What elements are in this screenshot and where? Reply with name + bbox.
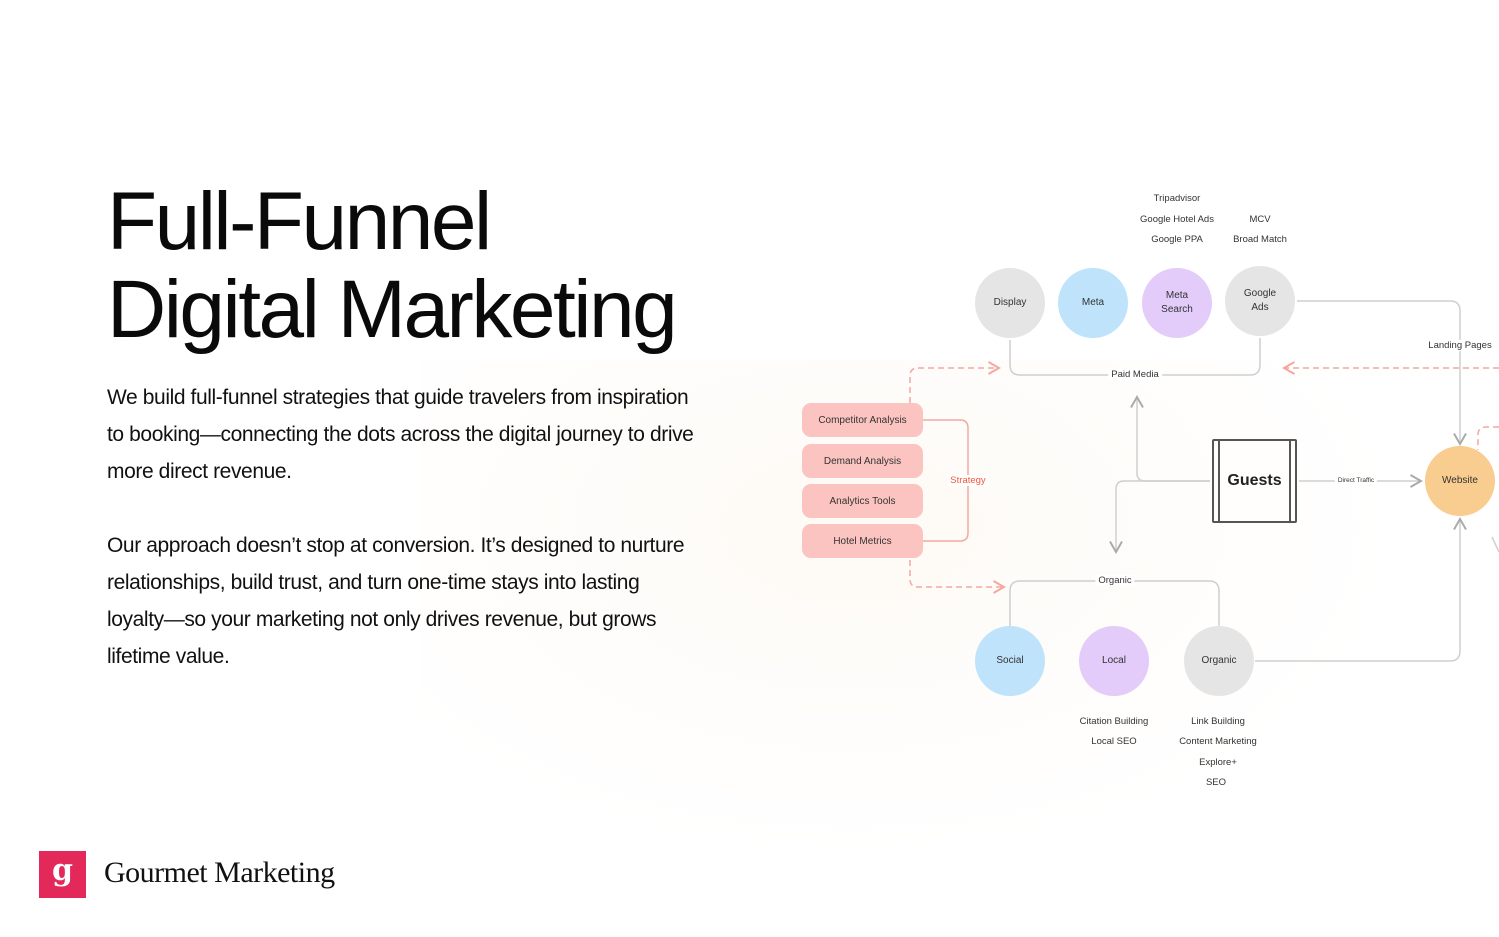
node-social: Social <box>975 626 1045 696</box>
paid-media-label: Paid Media <box>1108 369 1162 380</box>
local-item: Citation Building <box>1079 716 1149 727</box>
strategy-label: Strategy <box>947 475 989 486</box>
title-line-1: Full-Funnel <box>107 176 492 267</box>
strategy-item-demand-analysis: Demand Analysis <box>802 444 923 478</box>
node-website: Website <box>1425 446 1495 516</box>
node-meta: Meta <box>1058 268 1128 338</box>
background-texture <box>420 360 1499 915</box>
node-google-ads: Google Ads <box>1225 266 1295 336</box>
strategy-item-competitor-analysis: Competitor Analysis <box>802 403 923 437</box>
intro-paragraph: We build full-funnel strategies that gui… <box>107 386 694 483</box>
node-meta-search: Meta Search <box>1142 268 1212 338</box>
meta-search-item: Google PPA <box>1151 234 1203 245</box>
organic-item: Link Building <box>1191 716 1245 727</box>
meta-search-item: Google Hotel Ads <box>1140 214 1214 225</box>
landing-pages-label: Landing Pages <box>1425 340 1495 351</box>
meta-search-item: Tripadvisor <box>1153 193 1201 204</box>
node-organic: Organic <box>1184 626 1254 696</box>
page-title: Full-Funnel Digital Marketing <box>107 176 678 355</box>
google-ads-item: Broad Match <box>1233 234 1287 245</box>
brand-logo-icon: g <box>39 851 86 898</box>
organic-item: Explore+ <box>1199 757 1237 768</box>
title-line-2: Digital Marketing <box>107 264 678 355</box>
strategy-item-analytics-tools: Analytics Tools <box>802 484 923 518</box>
guests-box: Guests <box>1212 439 1297 523</box>
approach-paragraph: Our approach doesn’t stop at conversion.… <box>107 534 685 668</box>
organic-item: Content Marketing <box>1179 736 1257 747</box>
direct-traffic-label: Direct Traffic <box>1334 477 1378 484</box>
node-local: Local <box>1079 626 1149 696</box>
organic-group-label: Organic <box>1095 575 1135 586</box>
organic-item: SEO <box>1205 777 1227 788</box>
node-display: Display <box>975 268 1045 338</box>
local-item: Local SEO <box>1091 736 1137 747</box>
brand-name: Gourmet Marketing <box>104 856 335 889</box>
google-ads-item: MCV <box>1249 214 1271 225</box>
strategy-item-hotel-metrics: Hotel Metrics <box>802 524 923 558</box>
